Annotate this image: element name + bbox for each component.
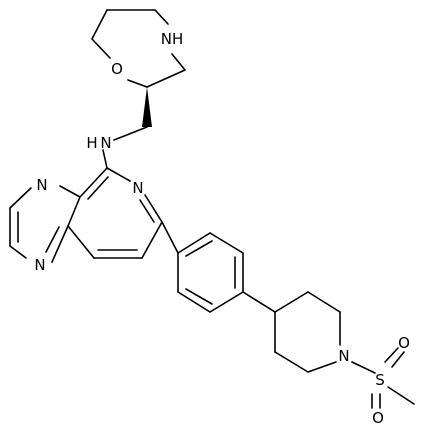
bond xyxy=(387,386,415,405)
atom-labels: NH O H N N N N N S O O xyxy=(34,30,410,427)
bond xyxy=(177,291,211,313)
wedge-bond xyxy=(142,87,152,127)
bond xyxy=(9,245,27,259)
bond xyxy=(209,232,244,254)
bond xyxy=(9,187,32,209)
bond xyxy=(154,9,169,25)
bond xyxy=(139,199,155,223)
bond xyxy=(185,288,213,305)
bond xyxy=(351,361,376,374)
bond xyxy=(274,351,309,373)
bond xyxy=(177,232,211,254)
atom-label-n-pyrazine-bottom: N xyxy=(34,256,45,274)
bond xyxy=(307,361,337,373)
atom-label-h-amine: H xyxy=(86,134,97,152)
bond xyxy=(141,221,163,259)
atom-label-n-pyridine: N xyxy=(132,179,143,197)
bond xyxy=(127,79,148,88)
bond xyxy=(59,185,81,198)
bond xyxy=(274,291,309,313)
bond xyxy=(144,194,163,223)
bond xyxy=(91,38,111,59)
bond xyxy=(79,167,108,198)
atom-label-n-piperidine: N xyxy=(338,347,349,365)
bond xyxy=(171,53,186,71)
bond xyxy=(45,226,60,253)
atom-label-o-morpholine: O xyxy=(111,60,123,78)
bond xyxy=(51,225,69,263)
bond xyxy=(102,149,108,169)
bond xyxy=(146,69,186,88)
bond xyxy=(113,126,148,141)
bond xyxy=(307,291,341,313)
bond xyxy=(209,291,244,313)
bond xyxy=(391,351,405,368)
atom-label-nh-morpholine: NH xyxy=(161,30,184,48)
bond xyxy=(67,196,81,227)
atom-label-n-amine: N xyxy=(100,134,111,152)
bond xyxy=(242,291,276,313)
bonds xyxy=(9,9,415,409)
atom-label-n-pyrazine-top: N xyxy=(36,176,47,194)
bond xyxy=(106,167,131,182)
atom-label-s-sulfonyl: S xyxy=(375,371,385,389)
bond xyxy=(384,347,399,363)
atom-label-o-sulfonyl-bottom: O xyxy=(372,409,384,427)
bond xyxy=(161,221,179,254)
bond xyxy=(67,225,95,259)
bond xyxy=(91,9,108,40)
atom-label-o-sulfonyl-top: O xyxy=(398,334,410,352)
bond xyxy=(185,240,213,257)
bond xyxy=(87,176,109,200)
